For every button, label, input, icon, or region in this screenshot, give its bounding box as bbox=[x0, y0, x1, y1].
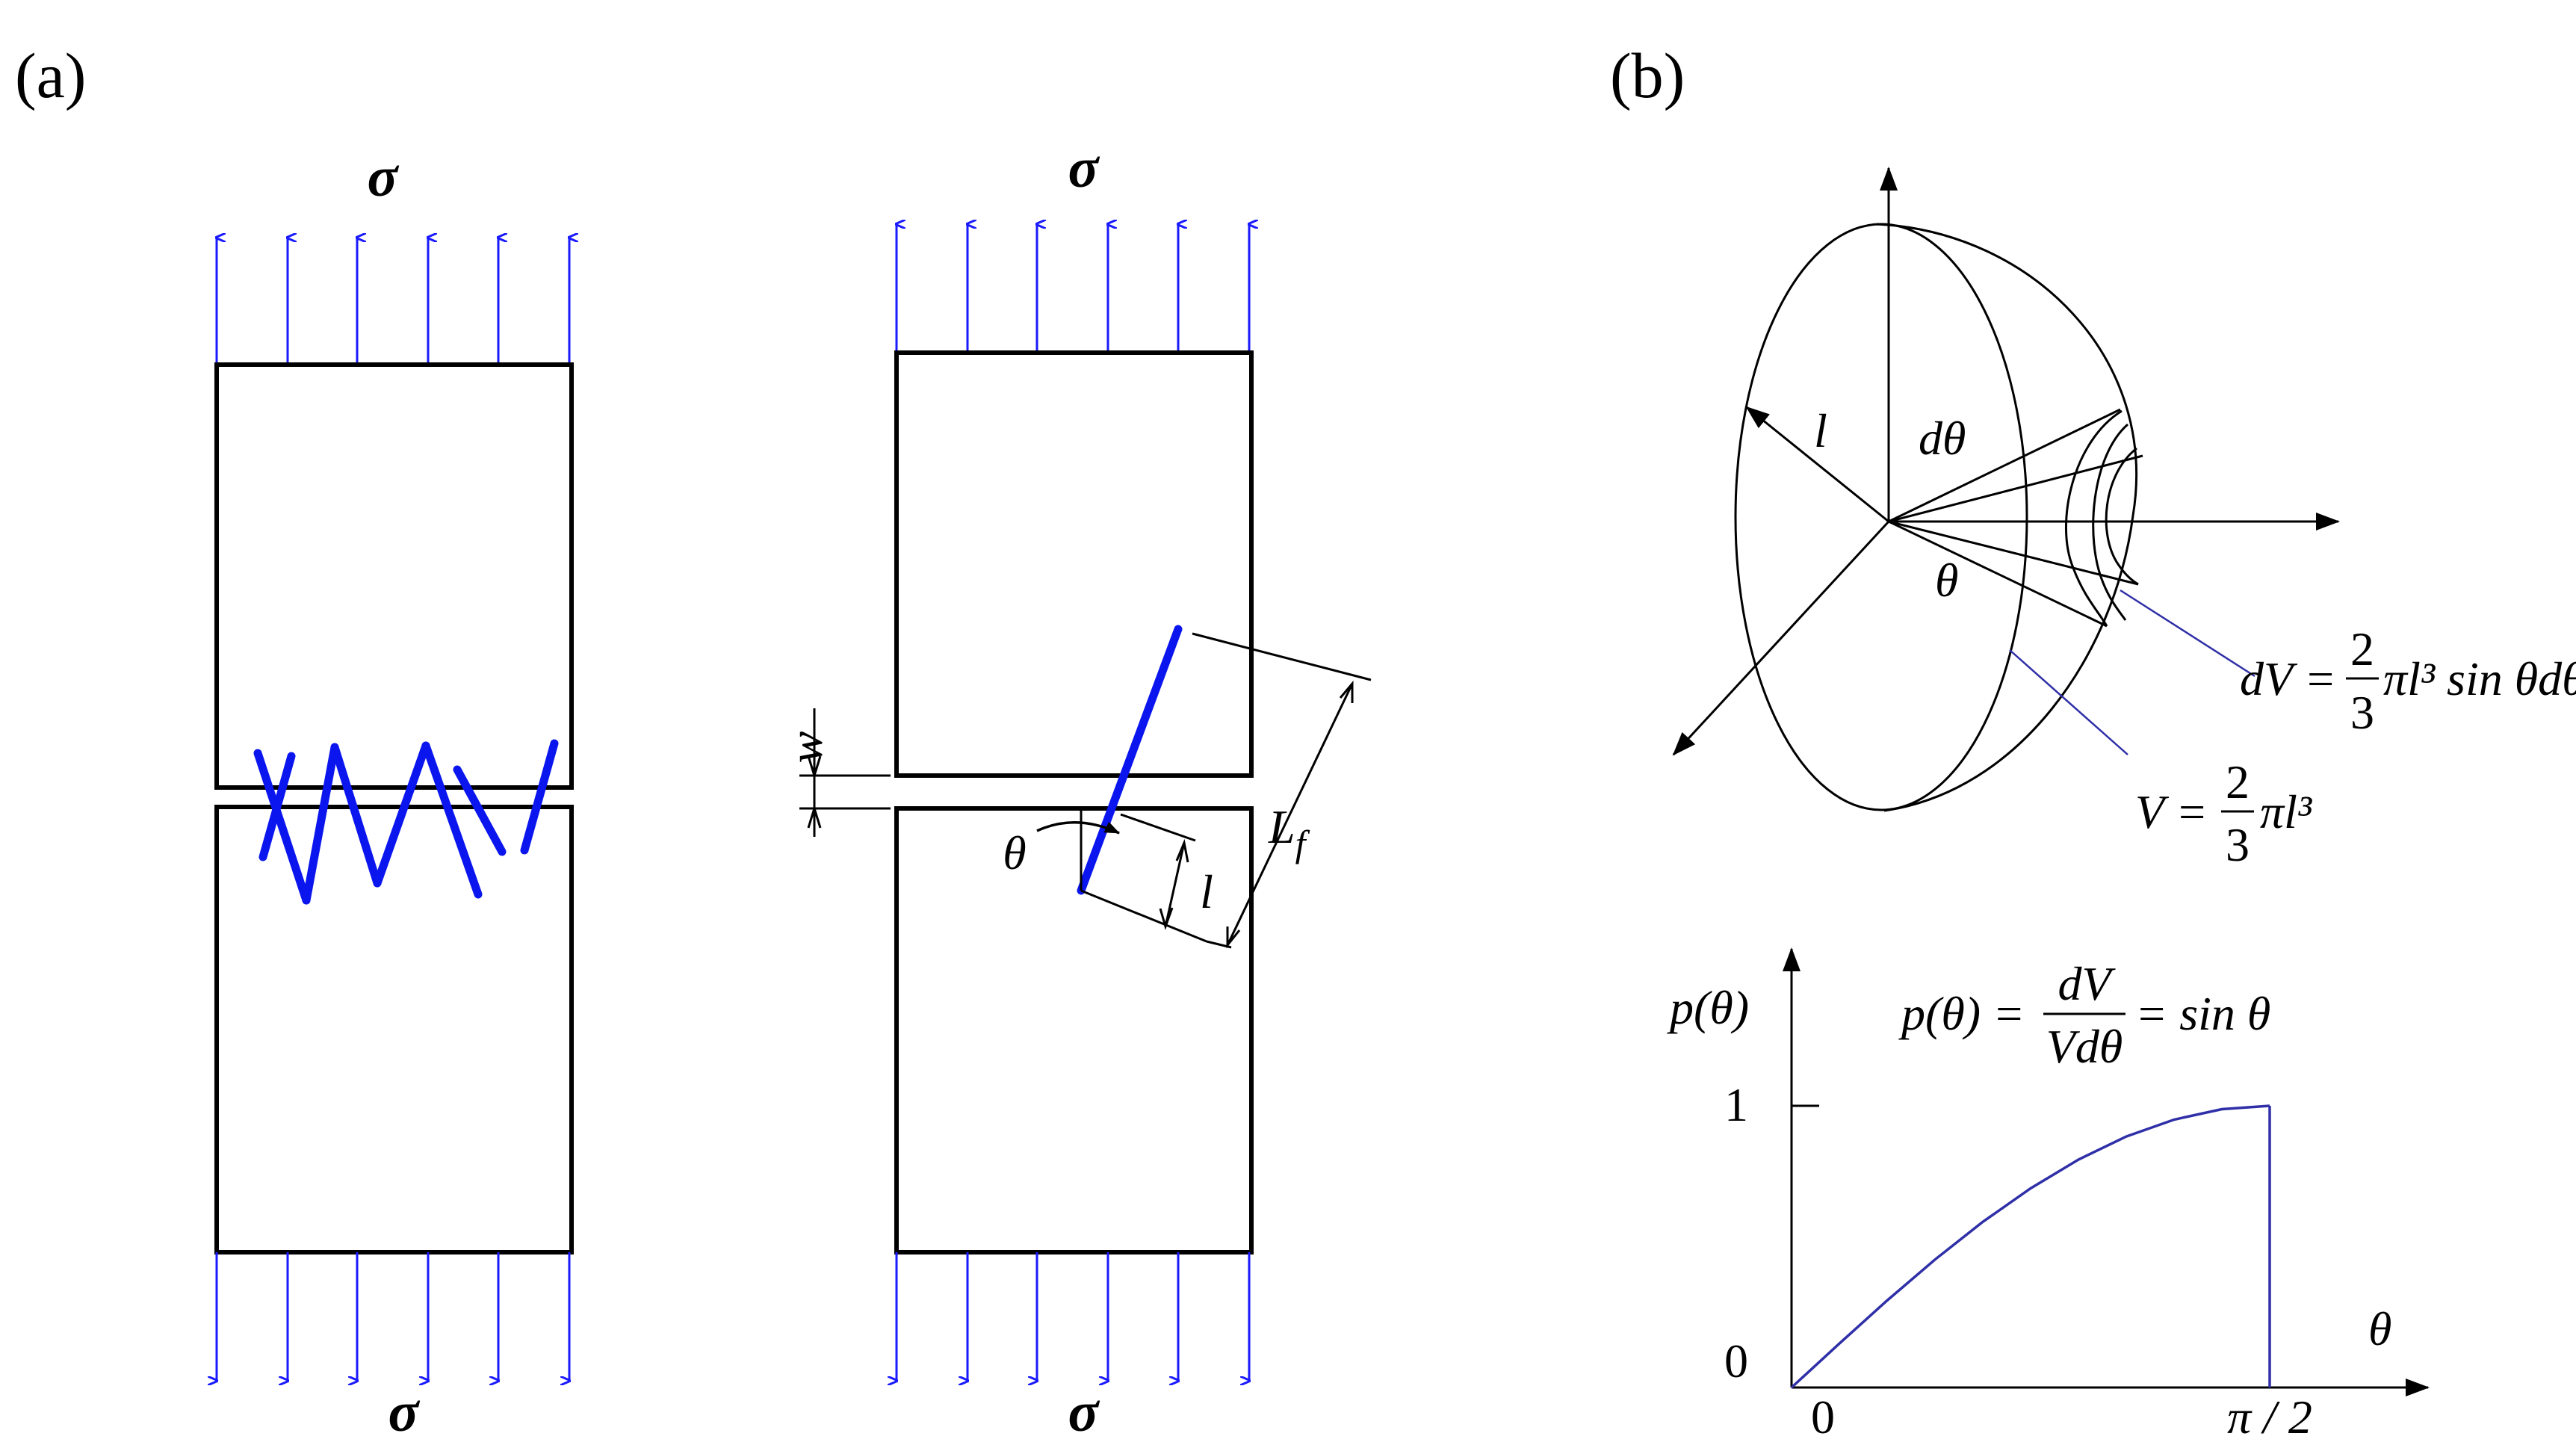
sigma-top-right: σ bbox=[1068, 137, 1100, 199]
sine-curve bbox=[1790, 1104, 2270, 1389]
radius-arrow bbox=[1745, 406, 1889, 523]
y-axis bbox=[1672, 520, 1890, 756]
inclined-fiber bbox=[1077, 625, 1183, 895]
panel-a-label: (a) bbox=[15, 40, 86, 111]
sigma-top-left: σ bbox=[368, 146, 400, 208]
V-leader bbox=[2009, 649, 2128, 755]
right-lower-block bbox=[894, 806, 1254, 1254]
left-lower-block bbox=[214, 805, 574, 1254]
right-specimen: σ σ w θ bbox=[779, 137, 1372, 1444]
y-tick-label-1: 1 bbox=[1724, 1078, 1748, 1131]
bridging-fibers bbox=[253, 739, 559, 905]
embedded-length-dimension bbox=[1080, 813, 1207, 943]
y-tick-label-0: 0 bbox=[1724, 1334, 1748, 1387]
dtheta-label: dθ bbox=[1919, 412, 1966, 465]
chart-ylabel: p(θ) bbox=[1667, 981, 1749, 1034]
dV-leader bbox=[2120, 589, 2255, 678]
crack-width-dimension bbox=[799, 708, 891, 837]
probability-chart: p(θ) θ 1 0 0 π / 2 p(θ) = dV Vdθ = sin θ bbox=[1667, 947, 2430, 1444]
V-rhs: πl³ bbox=[2260, 785, 2312, 838]
x-tick-label-1: π / 2 bbox=[2227, 1390, 2312, 1444]
radius-label: l bbox=[1814, 404, 1827, 457]
embedded-length-label: l bbox=[1200, 865, 1213, 918]
sigma-bottom-left: σ bbox=[388, 1381, 421, 1444]
angle-arc bbox=[1036, 820, 1120, 835]
fiber-length-label: Lf bbox=[1268, 800, 1310, 864]
dV-rhs: πl³ sin θdθ bbox=[2383, 652, 2576, 705]
left-specimen: σ σ bbox=[217, 146, 572, 1444]
chart-formula-den: Vdθ bbox=[2046, 1020, 2123, 1073]
dV-formula: dV = 2 3 πl³ sin θdθ bbox=[2240, 622, 2576, 739]
left-bottom-arrows bbox=[217, 1252, 569, 1381]
panel-b-label: (b) bbox=[1610, 40, 1685, 111]
fiber-length-dimension bbox=[1192, 632, 1372, 949]
right-upper-block bbox=[894, 350, 1254, 778]
slice-cone bbox=[1888, 408, 2143, 628]
V-lhs: V = bbox=[2135, 785, 2208, 838]
sigma-bottom-right: σ bbox=[1068, 1381, 1100, 1444]
hemisphere-base bbox=[1734, 223, 2028, 811]
left-top-arrows bbox=[217, 238, 569, 365]
chart-xlabel: θ bbox=[2368, 1302, 2391, 1355]
theta-label: θ bbox=[1935, 554, 1958, 607]
crack-width-label: w bbox=[779, 731, 832, 763]
chart-formula-rhs: = sin θ bbox=[2135, 987, 2270, 1040]
hemisphere-diagram: l dθ θ dV = 2 3 πl³ sin θdθ V = bbox=[1672, 167, 2576, 871]
x-tick-label-0: 0 bbox=[1811, 1390, 1835, 1444]
dV-num: 2 bbox=[2350, 622, 2374, 675]
V-den: 3 bbox=[2226, 818, 2250, 871]
right-top-arrows bbox=[897, 224, 1249, 353]
dV-lhs: dV = bbox=[2240, 652, 2336, 705]
hemisphere-dome bbox=[1876, 223, 2138, 812]
dV-den: 3 bbox=[2350, 686, 2374, 739]
left-upper-block bbox=[214, 362, 574, 790]
V-num: 2 bbox=[2226, 755, 2250, 808]
right-bottom-arrows bbox=[897, 1252, 1249, 1381]
angle-label: θ bbox=[1003, 826, 1026, 879]
chart-formula-num: dV bbox=[2058, 957, 2116, 1010]
chart-formula-lhs: p(θ) = bbox=[1898, 987, 2025, 1040]
V-formula: V = 2 3 πl³ bbox=[2135, 755, 2312, 871]
chart-formula: p(θ) = dV Vdθ = sin θ bbox=[1898, 957, 2270, 1073]
